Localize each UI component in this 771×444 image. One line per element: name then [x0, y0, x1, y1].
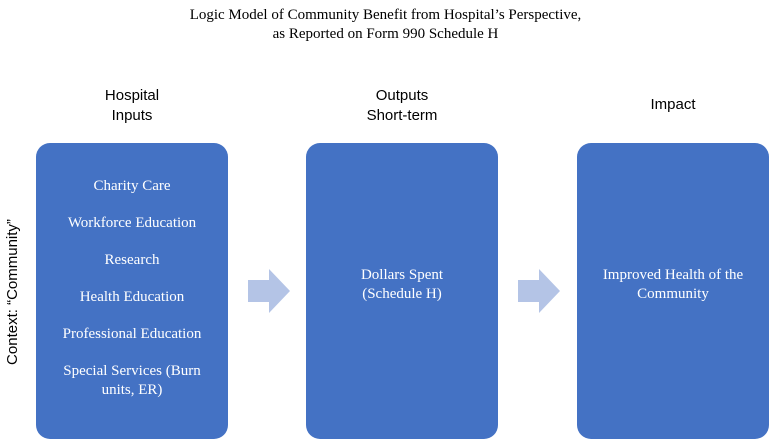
impact-text-line-1: Improved Health of the [602, 267, 744, 283]
inputs-header-line-2: Inputs [111, 107, 153, 124]
outputs-header: Outputs Short-term [331, 86, 473, 126]
impact-header: Impact [602, 95, 744, 115]
outputs-text-line-1: Dollars Spent [360, 267, 444, 283]
diagram-title-line-2: as Reported on Form 990 Schedule H [272, 26, 499, 42]
input-item-health-education: Health Education [79, 289, 185, 305]
input-item-professional-education: Professional Education [62, 326, 202, 342]
arrow-inputs-to-outputs [248, 269, 290, 313]
diagram-title: Logic Model of Community Benefit from Ho… [0, 6, 771, 44]
impact-text: Improved Health of the Community [603, 266, 743, 304]
outputs-text: Dollars Spent (Schedule H) [361, 266, 443, 304]
input-item-research: Research [104, 252, 160, 268]
input-item-charity-care: Charity Care [93, 178, 171, 194]
arrow-right-icon [248, 269, 290, 313]
inputs-header-line-1: Hospital [104, 87, 160, 104]
inputs-box: Charity Care Workforce Education Researc… [36, 143, 228, 439]
outputs-text-line-2: (Schedule H) [362, 286, 442, 302]
arrow-right-icon [518, 269, 560, 313]
diagram-title-line-1: Logic Model of Community Benefit from Ho… [189, 7, 582, 23]
input-item-workforce-education: Workforce Education [67, 215, 197, 231]
impact-text-line-2: Community [637, 286, 709, 302]
impact-header-line-1: Impact [650, 96, 696, 113]
arrow-outputs-to-impact [518, 269, 560, 313]
outputs-header-line-1: Outputs [375, 87, 429, 104]
outputs-box: Dollars Spent (Schedule H) [306, 143, 498, 439]
impact-box: Improved Health of the Community [577, 143, 769, 439]
context-label: Context: “Community” [4, 219, 21, 365]
input-item-special-services: Special Services (Burn units, ER) [63, 363, 201, 398]
inputs-header: Hospital Inputs [61, 86, 203, 126]
outputs-header-line-2: Short-term [366, 107, 438, 124]
